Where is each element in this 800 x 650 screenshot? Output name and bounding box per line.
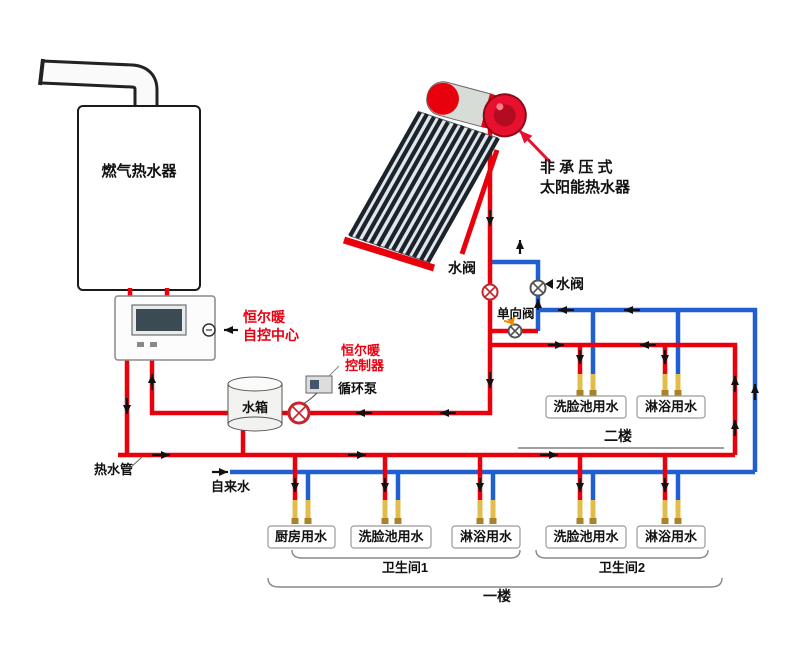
fixture-label-box bbox=[350, 525, 432, 549]
fixture-label-box bbox=[545, 395, 627, 419]
valve-right-arrow-icon bbox=[545, 279, 553, 289]
vacuum-tube bbox=[391, 124, 465, 252]
fixture-label: 厨房用水 bbox=[275, 529, 328, 544]
tank-bottom bbox=[227, 416, 283, 432]
fixture-label-box bbox=[545, 525, 627, 549]
controller-pointer-line bbox=[328, 365, 340, 377]
control-button bbox=[150, 342, 157, 347]
first-floor-label: 一楼 bbox=[483, 588, 511, 604]
solar-label-line2: 太阳能热水器 bbox=[540, 178, 631, 196]
hot-pipe-label: 热水管 bbox=[94, 462, 133, 477]
vacuum-tubes bbox=[348, 110, 500, 264]
vacuum-tube bbox=[419, 134, 493, 262]
water-tank: 水箱 bbox=[227, 376, 283, 432]
circulation-pump bbox=[287, 401, 311, 425]
fixture-label: 洗脸池用水 bbox=[553, 399, 619, 414]
vacuum-tube bbox=[405, 129, 479, 257]
floor1-brace bbox=[267, 577, 723, 588]
pipe-cold-riser-2f bbox=[538, 307, 758, 472]
hot-pipe-pointer-line bbox=[129, 456, 143, 469]
fixture-label: 淋浴用水 bbox=[645, 399, 698, 414]
fixture-label-box bbox=[636, 525, 706, 549]
water-tank-label: 水箱 bbox=[242, 400, 268, 415]
solar-water-heater bbox=[342, 81, 552, 272]
chimney-end-cap bbox=[38, 58, 45, 86]
second-floor-label: 二楼 bbox=[604, 428, 632, 444]
vacuum-tube bbox=[384, 122, 458, 250]
chimney bbox=[41, 62, 156, 112]
fixture-label-box bbox=[267, 525, 336, 549]
fixture-label: 洗脸池用水 bbox=[358, 529, 424, 544]
fixture-label: 洗脸池用水 bbox=[553, 529, 619, 544]
gas-heater-body bbox=[77, 105, 201, 291]
vacuum-tube bbox=[362, 115, 436, 243]
fixture-labels-1f: 厨房用水 洗脸池用水 淋浴用水 洗脸池用水 淋浴用水 bbox=[267, 525, 706, 549]
fixture-label-box bbox=[451, 525, 521, 549]
bathroom1-brace bbox=[291, 549, 521, 559]
fixture-label: 淋浴用水 bbox=[645, 529, 698, 544]
solar-label-line1: 非 承 压 式 bbox=[540, 158, 613, 176]
solar-tank-left-cap bbox=[426, 82, 459, 115]
vacuum-tube bbox=[355, 112, 429, 240]
text-labels: 非 承 压 式 太阳能热水器 恒尔暖 自控中心 恒尔暖 控制器 循环泵 水阀 水… bbox=[94, 158, 645, 604]
bathroom2-label: 卫生间2 bbox=[599, 560, 645, 575]
solar-tank bbox=[426, 81, 527, 138]
control-button bbox=[137, 342, 144, 347]
solar-stand-leg bbox=[459, 149, 500, 255]
pump-controller-label-line1: 恒尔暖 bbox=[341, 343, 381, 358]
taps bbox=[291, 374, 682, 524]
tank-top bbox=[227, 376, 283, 392]
vacuum-tube bbox=[412, 131, 486, 259]
pump-controller-label-line2: 控制器 bbox=[345, 358, 385, 373]
pump-label: 循环泵 bbox=[338, 381, 377, 396]
gas-water-heater: 燃气热水器 bbox=[38, 58, 201, 291]
pump-controller bbox=[302, 375, 333, 405]
valve-right-label: 水阀 bbox=[556, 276, 584, 292]
pipe-2f-hot-supply bbox=[490, 342, 738, 455]
bathroom2-brace bbox=[535, 549, 709, 559]
solar-bottom-rail bbox=[342, 236, 436, 272]
controller-wire bbox=[302, 392, 318, 405]
valve-top-label: 水阀 bbox=[448, 260, 476, 276]
solar-pointer-arrow bbox=[518, 129, 552, 164]
control-screen bbox=[136, 309, 182, 331]
check-valve-label: 单向阀 bbox=[497, 306, 535, 321]
bathroom1-label: 卫生间1 bbox=[382, 560, 428, 575]
fixture-label-box bbox=[636, 395, 706, 419]
valve-cross bbox=[484, 286, 496, 298]
valves bbox=[481, 279, 547, 339]
pump-cross bbox=[292, 406, 306, 420]
flow-arrows bbox=[123, 210, 759, 492]
vacuum-tube bbox=[376, 120, 450, 248]
control-center-label-line2: 自控中心 bbox=[243, 327, 299, 343]
fixture-label: 淋浴用水 bbox=[460, 529, 513, 544]
vacuum-tube bbox=[426, 136, 500, 264]
pipe-heater-return bbox=[149, 360, 228, 416]
fixture-labels-2f: 洗脸池用水 淋浴用水 bbox=[545, 395, 706, 419]
valve-cross bbox=[510, 326, 520, 336]
check-valve-pointer-arrow bbox=[503, 317, 515, 327]
valve-cross bbox=[532, 282, 544, 294]
vacuum-tube bbox=[348, 110, 422, 238]
pump-controller-screen bbox=[310, 380, 319, 389]
control-center-label-line1: 恒尔暖 bbox=[243, 309, 286, 325]
vacuum-tube bbox=[398, 127, 472, 255]
control-center bbox=[114, 295, 216, 361]
gas-heater-label: 燃气热水器 bbox=[101, 162, 177, 180]
tap-water-label: 自来水 bbox=[211, 479, 251, 494]
vacuum-tube bbox=[369, 117, 443, 245]
solar-tank-highlight bbox=[496, 103, 504, 111]
